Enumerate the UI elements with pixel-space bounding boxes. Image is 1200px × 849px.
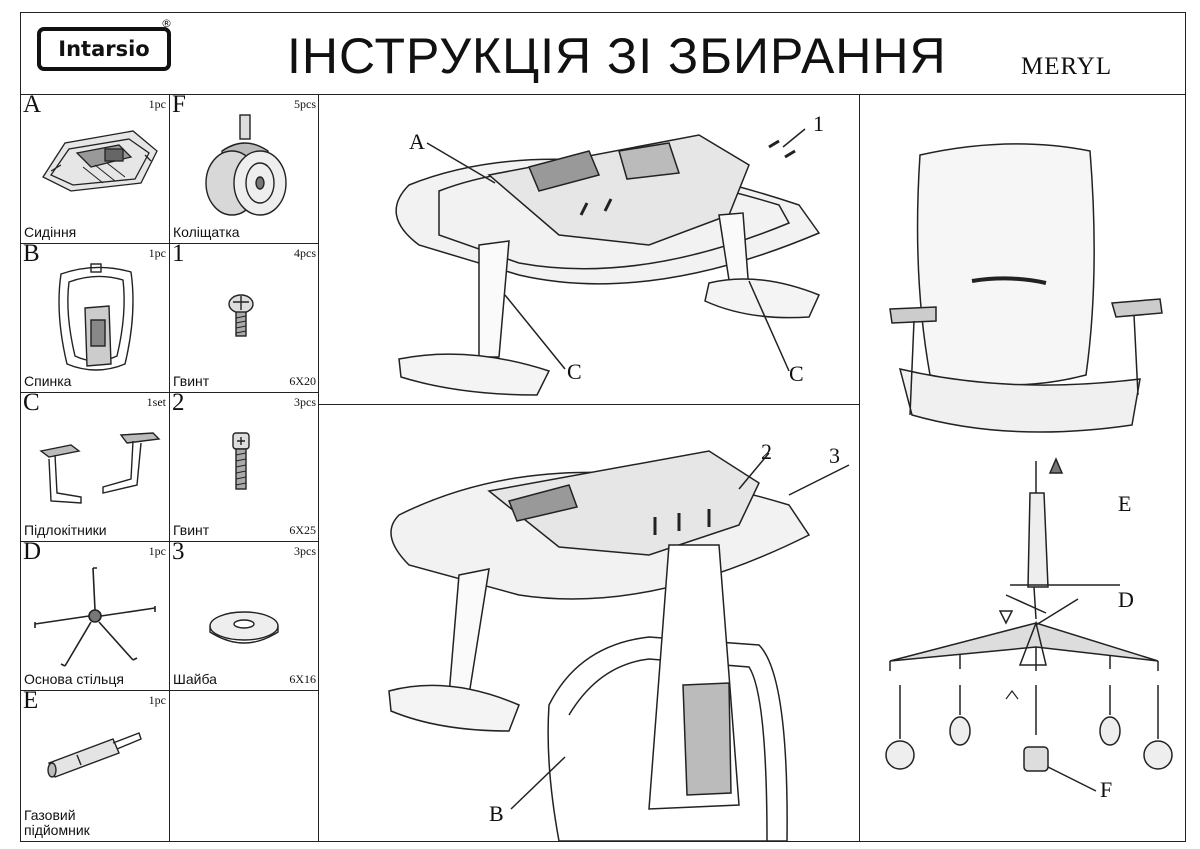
part-name: Гвинт xyxy=(173,522,210,538)
part-qty: 3pcs xyxy=(294,395,316,409)
callout-label: 3 xyxy=(829,443,840,468)
part-cell-D: D 1pc Основа стільця xyxy=(21,538,170,691)
part-letter: D xyxy=(23,538,42,565)
step-2-attach-backrest: 2 3 B xyxy=(319,405,860,842)
part-letter: 2 xyxy=(172,389,185,416)
part-name: Коліщатка xyxy=(173,224,240,240)
step-3-base-assembly: E D F xyxy=(860,95,1185,841)
part-cell-1: 1 4pcs Гвинт 6X20 xyxy=(170,240,319,393)
part-name: Основа стільця xyxy=(24,671,124,687)
step-1-attach-armrests: A 1 C C xyxy=(319,95,860,405)
part-cell-3: 3 3pcs Шайба 6X16 xyxy=(170,538,319,691)
part-name: Підлокітники xyxy=(24,522,107,538)
callout-label: 1 xyxy=(813,111,824,136)
part-letter: B xyxy=(23,240,40,267)
part-qty: 1pc xyxy=(148,97,166,111)
screw-short-icon xyxy=(228,294,254,337)
part-name: Сидіння xyxy=(24,224,77,240)
callout-label: F xyxy=(1100,777,1113,802)
part-qty: 1pc xyxy=(148,246,166,260)
backrest-icon xyxy=(58,263,134,371)
model-name: MERYL xyxy=(1021,53,1113,80)
part-letter: F xyxy=(172,91,186,118)
callout-label: E xyxy=(1118,491,1132,516)
part-name: Газовий підйомник xyxy=(24,807,90,838)
parts-list: A 1pc Сидіння F 5pcs xyxy=(21,91,319,841)
brand-logo: Intarsio xyxy=(37,27,171,71)
part-cell-empty xyxy=(170,691,319,841)
part-letter: C xyxy=(23,389,40,416)
washer-icon xyxy=(209,611,279,644)
step-2-illustration xyxy=(388,450,850,842)
part-cell-2: 2 3pcs Гвинт 6X25 xyxy=(170,389,319,542)
part-name: Гвинт xyxy=(173,373,210,389)
part-qty: 3pcs xyxy=(294,544,316,558)
screw-long-icon xyxy=(232,432,250,490)
part-cell-E: E 1pc Газовий підйомник xyxy=(21,687,170,841)
part-qty: 1pc xyxy=(148,693,166,707)
part-size: 6X16 xyxy=(289,672,316,686)
armrests-icon xyxy=(39,432,161,504)
step-3-illustration xyxy=(885,143,1173,792)
registered-icon: ® xyxy=(161,17,172,30)
page-title: ІНСТРУКЦІЯ ЗІ ЗБИРАННЯ xyxy=(287,28,947,84)
gas-lift-icon xyxy=(47,732,142,778)
callout-label: C xyxy=(789,361,804,386)
part-qty: 4pcs xyxy=(294,246,316,260)
part-letter: E xyxy=(23,687,39,714)
part-name: Спинка xyxy=(24,373,72,389)
part-letter: 3 xyxy=(172,538,185,565)
callout-label: A xyxy=(409,129,425,154)
caster-icon xyxy=(205,114,287,216)
part-cell-B: B 1pc Спинка xyxy=(21,240,170,393)
header: Intarsio ® ІНСТРУКЦІЯ ЗІ ЗБИРАННЯ MERYL xyxy=(21,13,1185,95)
part-qty: 1pc xyxy=(148,544,166,558)
part-cell-C: C 1set Підлокітники xyxy=(21,389,170,542)
instruction-sheet: Intarsio ® ІНСТРУКЦІЯ ЗІ ЗБИРАННЯ MERYL … xyxy=(20,12,1186,842)
seat-icon xyxy=(42,130,158,192)
callout-label: D xyxy=(1118,587,1134,612)
part-qty: 5pcs xyxy=(294,97,316,111)
callout-label: C xyxy=(567,359,582,384)
part-size: 6X20 xyxy=(289,374,316,388)
part-cell-F: F 5pcs Коліщатка xyxy=(170,91,319,244)
part-qty: 1set xyxy=(146,395,166,409)
callout-label: 2 xyxy=(761,439,772,464)
callout-label: B xyxy=(489,801,504,826)
part-letter: A xyxy=(23,91,42,118)
chair-base-icon xyxy=(34,567,156,667)
step-1-illustration xyxy=(395,128,821,396)
part-size: 6X25 xyxy=(289,523,316,537)
part-letter: 1 xyxy=(172,240,185,267)
part-name: Шайба xyxy=(173,671,217,687)
part-cell-A: A 1pc Сидіння xyxy=(21,91,170,244)
